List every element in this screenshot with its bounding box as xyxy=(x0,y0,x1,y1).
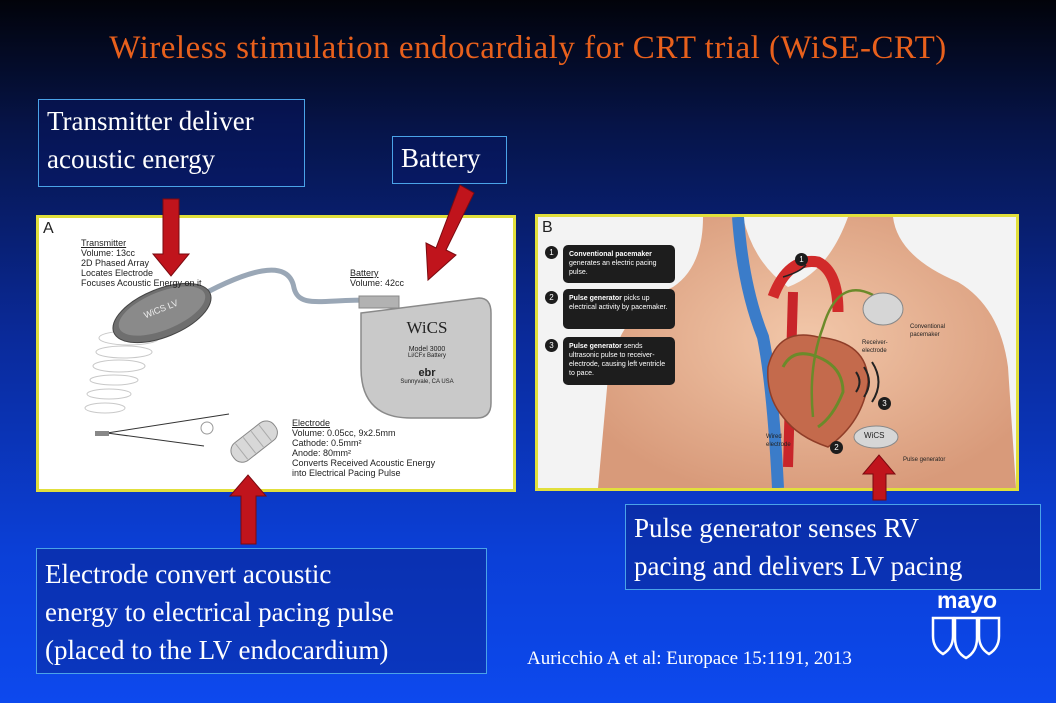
spec-line: Locates Electrode xyxy=(81,268,154,278)
callout-line: energy to electrical pacing pulse xyxy=(45,597,394,627)
step-number: 1 xyxy=(545,246,558,259)
device-maker: ebr xyxy=(418,367,436,379)
callout-line: Transmitter deliver xyxy=(47,106,254,136)
spec-heading: Battery xyxy=(350,268,379,278)
step-text: sends ultrasonic pulse to receiver-elect… xyxy=(569,343,666,377)
device-model: Li/CFx Battery xyxy=(407,353,446,359)
label-line: electrode xyxy=(766,442,791,448)
device-label: WiCS Model 3000 Li/CFx Battery ebr Sunny… xyxy=(379,318,475,385)
transmitter-spec: Transmitter Volume: 13cc 2D Phased Array… xyxy=(81,238,202,288)
battery-spec: Battery Volume: 42cc xyxy=(350,268,404,288)
label-line: Conventional xyxy=(910,324,946,330)
transmitter-callout: Transmitter deliver acoustic energy xyxy=(38,99,305,187)
callout-line: Electrode convert acoustic xyxy=(45,559,332,589)
step-box: Conventional pacemaker generates an elec… xyxy=(563,245,675,283)
receiver-electrode-label: Receiver- electrode xyxy=(862,339,888,355)
step-text: generates an electric pacing pulse. xyxy=(569,260,657,276)
spec-line: Converts Received Acoustic Energy xyxy=(292,458,436,468)
wired-electrode-label: Wired electrode xyxy=(766,433,791,449)
spec-line: Cathode: 0.5mm² xyxy=(292,438,362,448)
step-bold: Pulse generator xyxy=(569,295,622,302)
label-line: electrode xyxy=(862,348,887,354)
citation: Auricchio A et al: Europace 15:1191, 201… xyxy=(527,648,852,669)
diagram-marker: 1 xyxy=(795,253,808,266)
spec-heading: Transmitter xyxy=(81,238,127,248)
step-bold: Conventional pacemaker xyxy=(569,251,652,258)
label-line: Wired xyxy=(766,434,782,440)
callout-line: (placed to the LV endocardium) xyxy=(45,635,389,665)
diagram-marker: 2 xyxy=(830,441,843,454)
step-text: picks up electrical activity by pacemake… xyxy=(569,295,668,311)
electrode-callout: Electrode convert acoustic energy to ele… xyxy=(36,548,487,674)
pulse-generator-device-label: WiCS xyxy=(864,431,885,440)
spec-line: Anode: 80mm² xyxy=(292,448,352,458)
pulse-generator-callout: Pulse generator senses RV pacing and del… xyxy=(625,504,1041,590)
callout-line: pacing and delivers LV pacing xyxy=(634,551,963,581)
panel-b-letter: B xyxy=(542,219,553,236)
spec-line: 2D Phased Array xyxy=(81,258,150,268)
mayo-logo: mayo xyxy=(927,588,1007,660)
battery-callout: Battery xyxy=(392,136,507,184)
label-line: pacemaker xyxy=(910,332,940,338)
callout-line: acoustic energy xyxy=(47,144,216,174)
pulse-generator-label: Pulse generator xyxy=(903,457,946,463)
spec-line: Volume: 42cc xyxy=(350,278,405,288)
device-model: Model 3000 xyxy=(408,346,446,353)
logo-text: mayo xyxy=(936,587,998,613)
panel-a-illustration xyxy=(84,267,492,463)
step-number: 2 xyxy=(545,291,558,304)
spec-line: into Electrical Pacing Pulse xyxy=(292,468,401,478)
slide-title: Wireless stimulation endocardialy for CR… xyxy=(109,30,947,66)
spec-line: Volume: 13cc xyxy=(81,248,136,258)
spec-heading: Electrode xyxy=(292,418,331,428)
step-number: 3 xyxy=(545,339,558,352)
step-box: Pulse generator sends ultrasonic pulse t… xyxy=(563,337,675,385)
panel-b: B 1 Conventional pacemaker generates an … xyxy=(535,214,1019,491)
electrode-spec: Electrode Volume: 0.05cc, 9x2.5mm Cathod… xyxy=(292,418,435,478)
device-location: Sunnyvale, CA USA xyxy=(400,379,454,385)
spec-line: Focuses Acoustic Energy on it xyxy=(81,278,202,288)
callout-line: Pulse generator senses RV xyxy=(634,513,920,543)
label-line: Receiver- xyxy=(862,340,888,346)
step-box: Pulse generator picks up electrical acti… xyxy=(563,289,675,329)
step-bold: Pulse generator xyxy=(569,343,622,350)
panel-a: A Transmitter Volume: 13cc 2D Phased Arr… xyxy=(36,215,516,492)
diagram-marker: 3 xyxy=(878,397,891,410)
panel-a-letter: A xyxy=(43,220,54,237)
spec-line: Volume: 0.05cc, 9x2.5mm xyxy=(292,428,396,438)
conventional-pacemaker-label: Conventional pacemaker xyxy=(910,323,945,339)
shield-icon xyxy=(931,616,1001,660)
device-brand: WiCS xyxy=(406,318,448,337)
